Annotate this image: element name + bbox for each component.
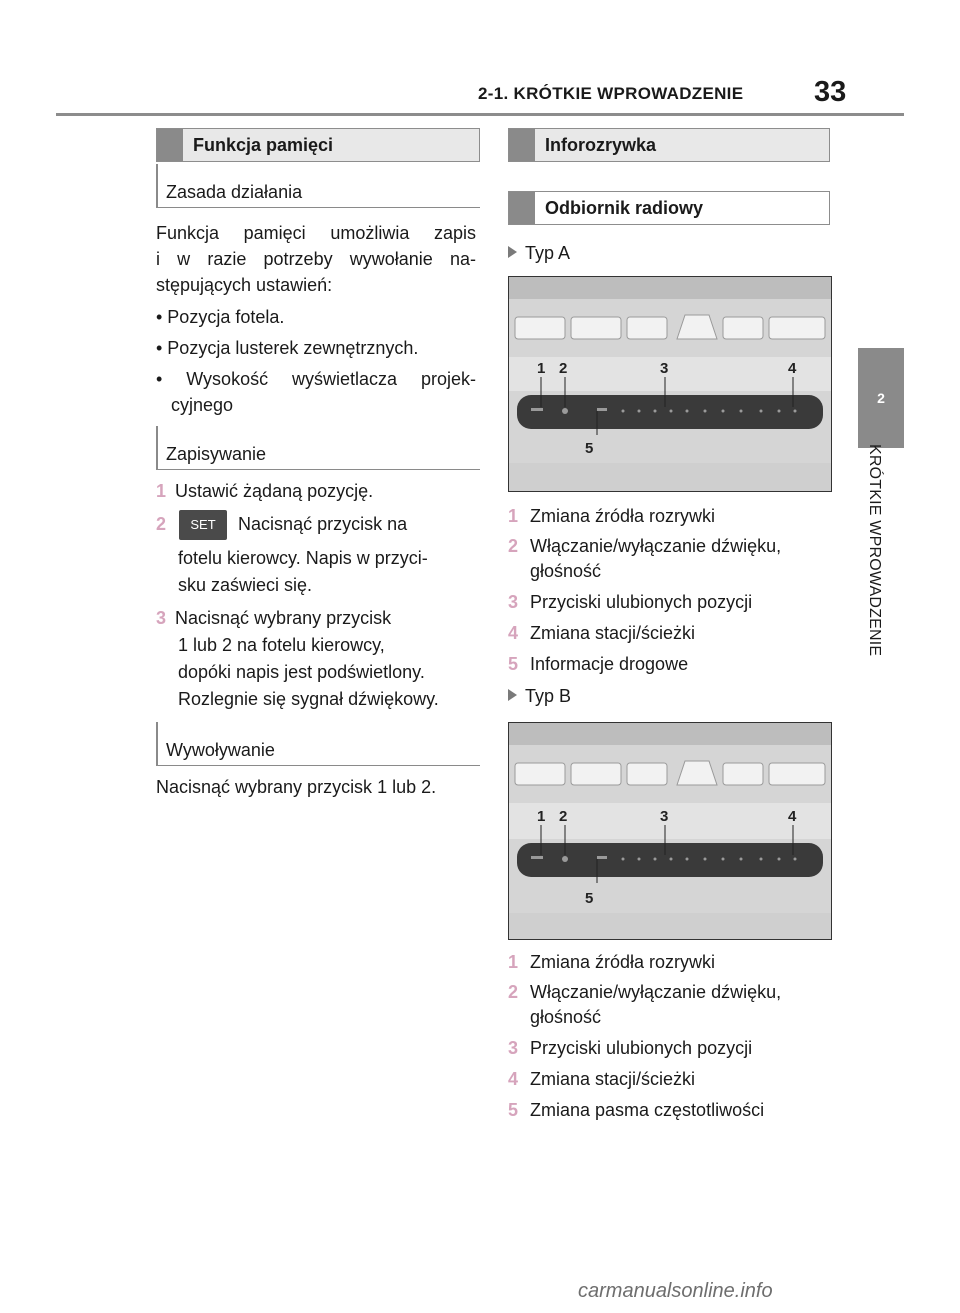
list-text: Zmiana stacji/ścieżki bbox=[530, 623, 696, 643]
subsection-title-text: Odbiornik radiowy bbox=[545, 197, 704, 218]
list-a-item: 4 Zmiana stacji/ścieżki bbox=[508, 621, 695, 646]
list-number: 4 bbox=[508, 1069, 519, 1089]
recall-text: Nacisnąć wybrany przycisk 1 lub 2. bbox=[156, 777, 437, 797]
bullet-seat: • Pozycja fotela. bbox=[156, 307, 285, 327]
bullet-hud-line: cyjnego bbox=[171, 395, 234, 415]
list-a-item: 5 Informacje drogowe bbox=[508, 652, 688, 677]
list-b-item: 3 Przyciski ulubionych pozycji bbox=[508, 1036, 752, 1061]
chapter-label: KRÓTKIE WPROWADZENIE bbox=[866, 443, 883, 657]
title-bar-marker bbox=[157, 129, 183, 161]
step-number: 2 bbox=[156, 513, 167, 534]
list-number: 4 bbox=[508, 623, 519, 643]
section-title-infotainment: Inforozrywka bbox=[508, 128, 830, 162]
list-text: Zmiana źródła rozrywki bbox=[530, 952, 716, 972]
list-number: 2 bbox=[508, 982, 519, 1002]
list-a-item: 3 Przyciski ulubionych pozycji bbox=[508, 590, 752, 615]
intro-line: i w razie potrzeby wywołanie na- bbox=[156, 249, 476, 269]
type-a-label: Typ A bbox=[525, 243, 571, 263]
type-b-label: Typ B bbox=[525, 686, 572, 706]
title-bar-marker bbox=[509, 129, 535, 161]
chapter-tab: 2 bbox=[858, 348, 904, 448]
list-text: Zmiana źródła rozrywki bbox=[530, 506, 716, 526]
step-3-cont: 1 lub 2 na fotelu kierowcy, bbox=[178, 635, 385, 655]
step-text: Ustawić żądaną pozycję. bbox=[175, 481, 374, 501]
section-header: 2-1. KRÓTKIE WPROWADZENIE bbox=[478, 84, 744, 103]
list-text: Przyciski ulubionych pozycji bbox=[530, 1038, 753, 1058]
callout-4: 4 bbox=[788, 360, 797, 377]
step-2-cont: sku zaświeci się. bbox=[178, 575, 313, 595]
section-title-memory: Funkcja pamięci bbox=[156, 128, 480, 162]
section-title-text: Inforozrywka bbox=[545, 134, 657, 155]
list-b-item: 2 Włączanie/wyłączanie dźwięku, głośność bbox=[508, 980, 781, 1030]
list-b-item: 5 Zmiana pasma częstotliwości bbox=[508, 1098, 764, 1123]
list-text: głośność bbox=[530, 1007, 602, 1027]
header-divider bbox=[56, 113, 904, 116]
subsection-title-radio: Odbiornik radiowy bbox=[508, 191, 830, 225]
list-text: Informacje drogowe bbox=[530, 654, 689, 674]
bullet-mirrors: • Pozycja lusterek zewnętrznych. bbox=[156, 338, 419, 358]
list-number: 1 bbox=[508, 952, 519, 972]
intro-paragraph: Funkcja pamięci umożliwia zapis i w razi… bbox=[156, 220, 476, 298]
subheading-principle: Zasada działania bbox=[156, 164, 480, 208]
intro-line: Funkcja pamięci umożliwia zapis bbox=[156, 223, 476, 243]
bullet-hud-line: • Wysokość wyświetlacza projek- bbox=[156, 369, 476, 389]
triangle-bullet-icon bbox=[508, 246, 517, 258]
radio-panel-figure-a: 1 2 3 4 5 bbox=[508, 276, 832, 492]
callout-2: 2 bbox=[559, 808, 567, 825]
callout-4: 4 bbox=[788, 808, 797, 825]
callout-1: 1 bbox=[537, 808, 545, 825]
list-number: 5 bbox=[508, 1100, 519, 1120]
triangle-bullet-icon bbox=[508, 689, 517, 701]
callout-5: 5 bbox=[585, 890, 593, 907]
callout-2: 2 bbox=[559, 360, 567, 377]
list-text: Zmiana pasma częstotliwości bbox=[530, 1100, 765, 1120]
step-text: Nacisnąć przycisk na bbox=[238, 513, 408, 534]
set-button-icon: SET bbox=[179, 510, 228, 540]
list-text: Włączanie/wyłączanie dźwięku, bbox=[530, 982, 782, 1002]
list-a-item: 2 Włączanie/wyłączanie dźwięku, głośność bbox=[508, 534, 781, 584]
list-number: 3 bbox=[508, 592, 519, 612]
type-b-heading: Typ B bbox=[508, 683, 571, 709]
list-number: 2 bbox=[508, 536, 519, 556]
step-3: 3 Nacisnąć wybrany przycisk bbox=[156, 605, 391, 631]
list-text: Zmiana stacji/ścieżki bbox=[530, 1069, 696, 1089]
callout-1: 1 bbox=[537, 360, 545, 377]
subheading-recall: Wywoływanie bbox=[156, 722, 480, 766]
page-number: 33 bbox=[814, 76, 847, 108]
step-number: 1 bbox=[156, 481, 167, 501]
callout-5: 5 bbox=[585, 440, 593, 457]
callout-3: 3 bbox=[660, 808, 668, 825]
list-text: głośność bbox=[530, 561, 602, 581]
step-2-cont: fotelu kierowcy. Napis w przyci- bbox=[178, 548, 428, 568]
intro-line: stępujących ustawień: bbox=[156, 275, 333, 295]
step-3-cont: Rozlegnie się sygnał dźwiękowy. bbox=[178, 689, 439, 709]
radio-panel-figure-b: 1 2 3 4 5 bbox=[508, 722, 832, 940]
type-a-heading: Typ A bbox=[508, 240, 570, 266]
step-1: 1 Ustawić żądaną pozycję. bbox=[156, 478, 373, 504]
list-b-item: 1 Zmiana źródła rozrywki bbox=[508, 950, 715, 975]
section-title-text: Funkcja pamięci bbox=[193, 134, 334, 155]
title-bar-marker bbox=[509, 192, 535, 224]
list-b-item: 4 Zmiana stacji/ścieżki bbox=[508, 1067, 695, 1092]
step-text: Nacisnąć wybrany przycisk bbox=[175, 608, 392, 628]
watermark: carmanualsonline.info bbox=[578, 1280, 773, 1302]
list-number: 3 bbox=[508, 1038, 519, 1058]
step-number: 3 bbox=[156, 608, 167, 628]
subheading-saving: Zapisywanie bbox=[156, 426, 480, 470]
list-text: Przyciski ulubionych pozycji bbox=[530, 592, 753, 612]
list-number: 1 bbox=[508, 506, 519, 526]
bullet-hud: • Wysokość wyświetlacza projek- cyjnego bbox=[156, 366, 476, 418]
step-2: 2 SET Nacisnąć przycisk na bbox=[156, 510, 407, 540]
list-a-item: 1 Zmiana źródła rozrywki bbox=[508, 504, 715, 529]
list-text: Włączanie/wyłączanie dźwięku, bbox=[530, 536, 782, 556]
step-3-cont: dopóki napis jest podświetlony. bbox=[178, 662, 425, 682]
list-number: 5 bbox=[508, 654, 519, 674]
callout-3: 3 bbox=[660, 360, 668, 377]
